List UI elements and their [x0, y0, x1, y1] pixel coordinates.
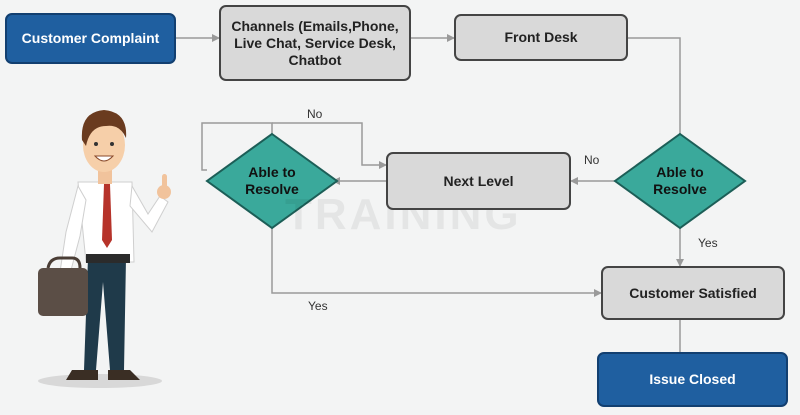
decision-left-label: Able to Resolve [245, 164, 299, 197]
edge-frontdesk-to-decision-right [628, 37, 681, 134]
edge-label-no-right: No [584, 153, 600, 167]
thumb-icon [162, 174, 167, 188]
person-tie [102, 184, 112, 248]
briefcase [38, 268, 88, 316]
node-channels: Channels (Emails,Phone, Live Chat, Servi… [219, 5, 411, 81]
edge-decision-left-yes-to-satisfied [271, 228, 602, 297]
person-arm-right [129, 184, 169, 233]
edge-label-yes-right: Yes [698, 236, 718, 250]
decision-right-label: Able to Resolve [653, 164, 707, 197]
person-smile [93, 155, 115, 162]
person-shoe-left [66, 370, 98, 380]
edge-label-no-top: No [307, 107, 323, 121]
node-customer-complaint: Customer Complaint [5, 13, 176, 64]
person-arm-left [59, 184, 87, 275]
person-shadow [38, 374, 162, 388]
briefcase-handle [46, 256, 82, 269]
person-belt [86, 254, 130, 263]
edge-label-yes-left: Yes [308, 299, 328, 313]
edge-decision-left-loop [201, 122, 273, 171]
edge-decision-left-no-to-nextlevel [272, 122, 387, 169]
person-hair [81, 110, 127, 146]
decision-diamond-right [613, 132, 747, 230]
person-eye-right [110, 142, 114, 146]
node-customer-satisfied: Customer Satisfied [601, 266, 785, 320]
person-hand-thumbs-up [157, 185, 171, 199]
person-shoe-right [108, 370, 140, 380]
node-next-level: Next Level [386, 152, 571, 210]
node-issue-closed: Issue Closed [597, 352, 788, 407]
node-front-desk: Front Desk [454, 14, 628, 61]
person-face [83, 118, 125, 172]
decision-diamond-left [205, 132, 339, 230]
businessman-illustration [38, 110, 171, 388]
person-eye-left [94, 142, 98, 146]
person-trousers [84, 258, 126, 370]
connectors [176, 34, 684, 352]
